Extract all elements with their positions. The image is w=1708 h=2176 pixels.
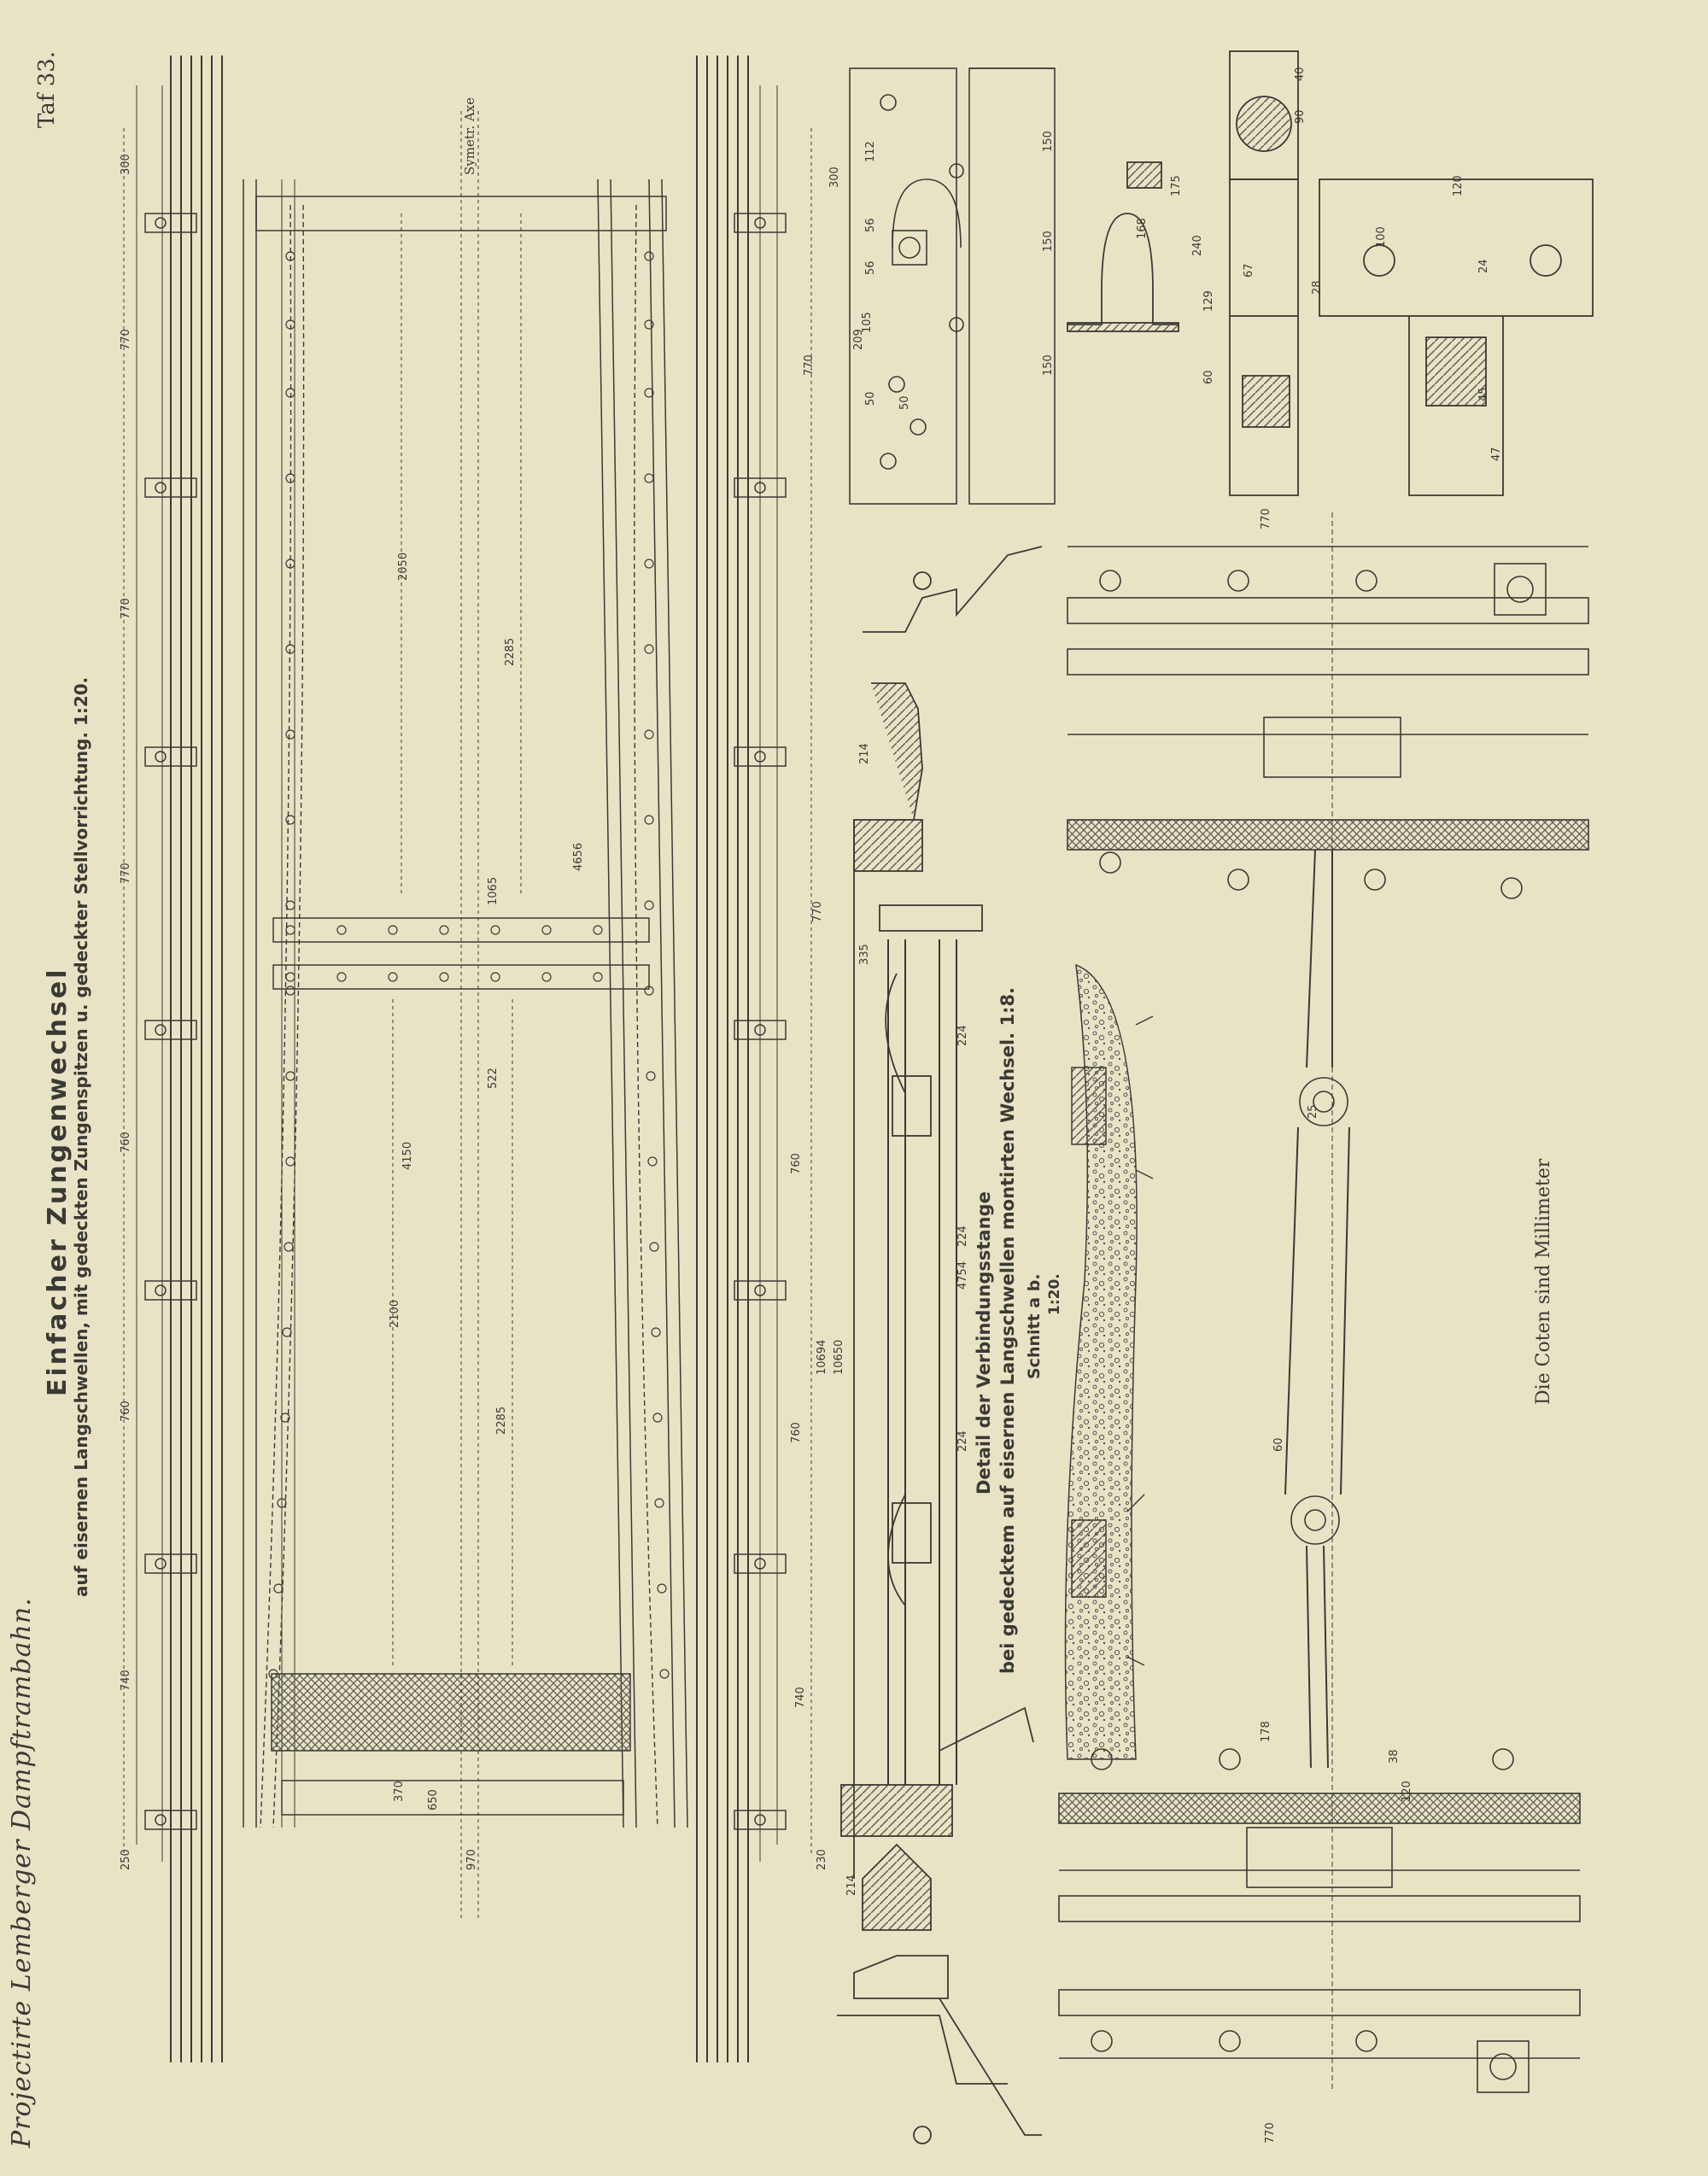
dimension-label: 24: [1477, 259, 1490, 273]
drawing-subtitle: auf eisernen Langschwellen, mit gedeckte…: [71, 676, 91, 1597]
bolt-row: [268, 251, 670, 1679]
plate-number: Taf 33.: [34, 50, 60, 128]
dimension-label: 28: [1311, 280, 1324, 295]
tie-plates: [144, 213, 787, 1830]
dimension-label: 370: [393, 1781, 406, 1802]
dimension-label: 56: [864, 260, 877, 275]
dimension-label: 770: [803, 354, 816, 376]
dimension-label: 224: [956, 1430, 969, 1452]
detail-title: Detail der Verbindungsstange: [974, 1191, 994, 1495]
dimension-label: 2285: [495, 1406, 508, 1435]
dimension-label: 760: [790, 1153, 803, 1174]
dimension-label: 300: [120, 154, 132, 175]
dimension-label: 38: [1388, 1749, 1401, 1764]
dimension-label: 120: [1401, 1781, 1413, 1802]
dimension-label: 740: [120, 1670, 132, 1691]
dimension-label: 2050: [397, 552, 410, 581]
dimension-label: 175: [1170, 175, 1183, 196]
dimension-label: 300: [828, 167, 841, 188]
bolt-row-crossbar: [285, 925, 603, 982]
detail-plate-view: [849, 67, 1056, 505]
detail-bracket-section: [1067, 161, 1179, 332]
dimension-label: 60: [1202, 370, 1215, 384]
detail-section-label: Schnitt a b.: [1025, 1273, 1044, 1379]
dimension-label: 129: [1202, 290, 1215, 312]
dimension-label: 4656: [572, 842, 585, 871]
dimension-label: 970: [465, 1849, 478, 1870]
dimension-label: 178: [1260, 1721, 1272, 1742]
dimension-label: 168: [1136, 218, 1149, 239]
dimension-label: 4754: [956, 1261, 969, 1290]
dimension-label: 45: [1477, 387, 1490, 401]
dimension-lines: [123, 111, 812, 1922]
dimension-label: 760: [120, 1401, 132, 1422]
dimension-label: 770: [1260, 508, 1272, 529]
dimension-label: 25: [1307, 1104, 1319, 1119]
dimension-label: 770: [120, 863, 132, 884]
detail-scale-label: 1:20.: [1046, 1273, 1063, 1315]
detail-connecting-rod-section: [837, 546, 1043, 2144]
dimension-label: 224: [956, 1025, 969, 1046]
dimension-label: 10650: [833, 1339, 845, 1375]
left-rail-group: [136, 56, 295, 2062]
dimension-label: 4150: [401, 1141, 414, 1170]
dimension-label: 214: [845, 1875, 858, 1896]
dimension-label: 60: [1272, 1437, 1285, 1452]
switch-plan-view: [123, 56, 812, 2062]
dimension-label: 150: [1042, 131, 1055, 152]
dimension-label: 650: [427, 1789, 440, 1810]
dimension-label: 56: [864, 218, 877, 232]
dimension-label: 230: [816, 1849, 828, 1870]
detail-subtitle: bei gedecktem auf eisernen Langschwellen…: [997, 986, 1018, 1674]
dimension-label: 90: [1294, 109, 1307, 124]
right-rail-group: [597, 56, 778, 2062]
dimension-label: 1065: [487, 876, 500, 905]
dimension-label: 50: [898, 395, 911, 410]
dimension-label: 760: [120, 1132, 132, 1153]
dimension-label: 100: [1375, 226, 1388, 248]
dimension-label: 214: [858, 743, 871, 764]
units-note: Die Coten sind Millimeter: [1533, 1158, 1554, 1405]
dimension-label: 335: [858, 944, 871, 965]
detail-ballast-section: [1064, 963, 1154, 1760]
dimension-label: 40: [1294, 67, 1307, 81]
dimension-label: 209: [852, 329, 865, 350]
dimension-label: 760: [790, 1422, 803, 1443]
dimension-label: 250: [120, 1849, 132, 1870]
dimension-label: 112: [864, 141, 877, 162]
dimension-label: 522: [487, 1068, 500, 1089]
dimension-label: 770: [120, 598, 132, 619]
dimension-label: 50: [864, 391, 877, 406]
dimension-label: 47: [1490, 447, 1503, 461]
project-title: Projectirte Lemberger Dampftrambahn.: [7, 1597, 37, 2148]
dimension-label: 240: [1191, 235, 1204, 256]
detail-clamp-parts: [1229, 50, 1594, 496]
dimension-label: 120: [1452, 175, 1465, 196]
dimension-label: 224: [956, 1225, 969, 1247]
dimension-label: 2285: [504, 637, 517, 666]
dimension-label: 2100: [389, 1299, 401, 1328]
dimension-label: 770: [811, 901, 824, 922]
dimension-label: 10694: [816, 1339, 828, 1375]
dimension-label: 150: [1042, 231, 1055, 252]
detail-stretcher-bar-view: [1058, 512, 1589, 2093]
drawing-title: Einfacher Zungenwechsel: [43, 967, 73, 1397]
dimension-label: 770: [1264, 2122, 1277, 2144]
dimension-label: 67: [1243, 263, 1255, 278]
dimension-label: 150: [1042, 354, 1055, 376]
dimension-label: 770: [120, 329, 132, 350]
symmetry-axis-label: Symetr. Axe: [462, 97, 477, 175]
dimension-label: 740: [794, 1687, 807, 1708]
